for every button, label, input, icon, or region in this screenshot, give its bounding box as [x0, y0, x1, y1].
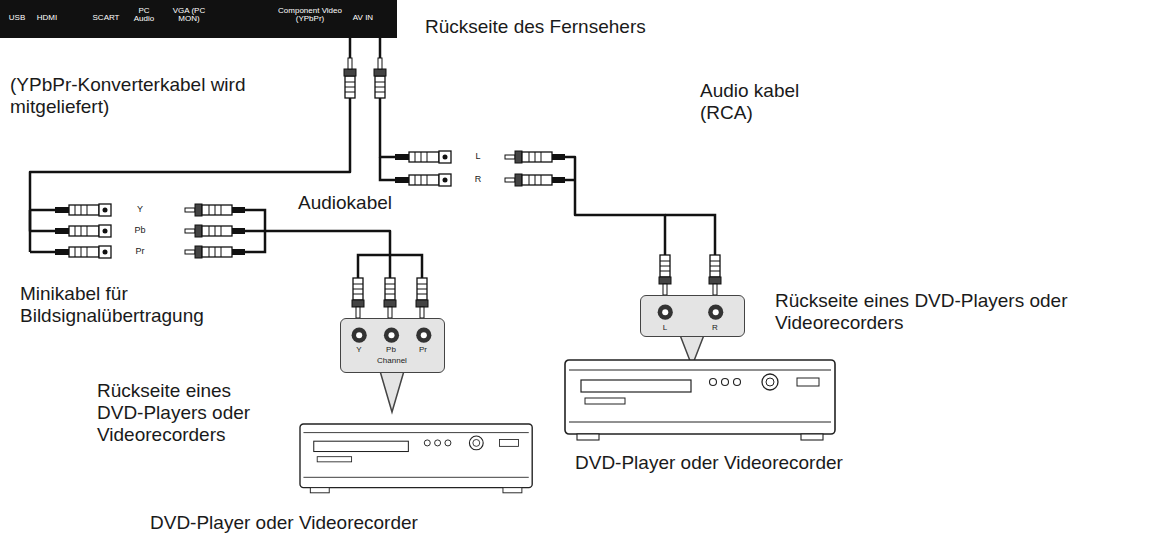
port-label: SCART	[88, 14, 124, 22]
signal-name: Pb	[128, 226, 152, 235]
port-label: AV IN	[344, 14, 382, 22]
signal-name: Pr	[128, 247, 152, 256]
cable-note: (YPbPr-Konverterkabel wird mitgeliefert)	[10, 74, 260, 118]
rca-socket	[55, 204, 111, 216]
rca-plug	[344, 58, 356, 98]
signal-name: L	[466, 152, 490, 161]
rca-socket	[55, 246, 111, 258]
device-caption: Rückseite eines DVD-Players oder Videore…	[97, 380, 282, 446]
cable-label: Audiokabel	[298, 192, 428, 214]
socket-label: R	[703, 324, 727, 332]
device-back-panel: Y Pb PrChannel	[340, 318, 445, 373]
device-caption: Rückseite eines DVD-Players oder Videore…	[775, 290, 1165, 334]
audio-adapter	[395, 151, 565, 186]
rca-plug	[505, 174, 565, 186]
port-label: HDMI	[32, 14, 62, 22]
rca-plug	[709, 255, 721, 295]
port-label: PC Audio	[132, 7, 156, 24]
socket-label: Channel	[341, 357, 443, 365]
tv-back-panel: USBHDMI SCART PC Audio VGA (PC MON) Componen…	[0, 0, 397, 38]
socket-label: Y	[347, 346, 371, 354]
panel-caption: Rückseite des Fernsehers	[425, 16, 725, 38]
ypbpr-adapter	[55, 204, 245, 258]
port-label: Component Video (YPbPr)	[278, 7, 342, 24]
cable-label: Minikabel für Bildsignalübertragung	[20, 283, 270, 327]
rca-plug	[505, 151, 565, 163]
rca-socket	[395, 151, 451, 163]
port-label: VGA (PC MON)	[166, 7, 212, 24]
socket-symbols	[641, 296, 744, 336]
signal-name: R	[466, 175, 490, 184]
rca-plug	[185, 246, 245, 258]
rca-plug	[185, 225, 245, 237]
rca-plug	[352, 278, 364, 318]
dvd-player	[300, 424, 532, 493]
rca-plug	[185, 204, 245, 216]
cable-label: Audio kabel (RCA)	[700, 80, 830, 124]
tv-plugs	[344, 58, 386, 98]
dvd-player	[565, 360, 835, 440]
socket-label: Pb	[379, 346, 403, 354]
cable-branches	[30, 157, 715, 278]
device-caption: DVD-Player oder Videorecorder	[150, 512, 480, 534]
device-caption: DVD-Player oder Videorecorder	[575, 452, 905, 474]
device-back-panel: LR	[640, 295, 745, 337]
rca-socket	[395, 174, 451, 186]
rca-socket	[55, 225, 111, 237]
socket-label: Pr	[411, 346, 435, 354]
rca-plug	[384, 278, 396, 318]
signal-name: Y	[128, 205, 152, 214]
socket-label: L	[653, 324, 677, 332]
rca-plug	[659, 255, 671, 295]
rca-plug	[416, 278, 428, 318]
rca-plug	[374, 58, 386, 98]
port-label: USB	[4, 14, 30, 22]
